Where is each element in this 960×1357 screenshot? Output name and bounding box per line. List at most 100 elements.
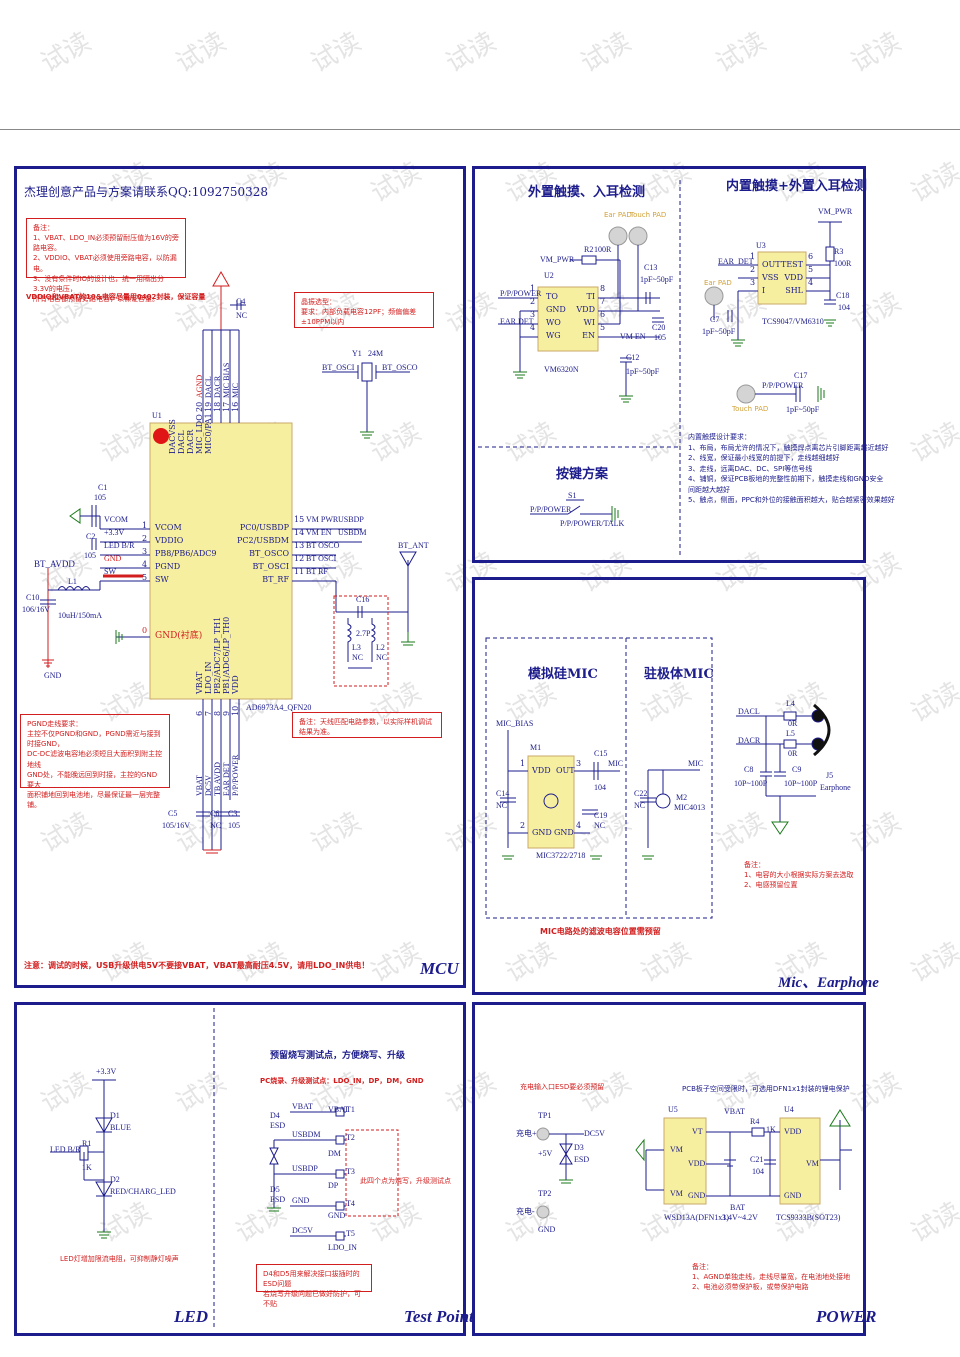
mcu-pin-num: 14 (294, 528, 305, 537)
c19-ref: C19 (594, 811, 608, 820)
r3-value: 100R (834, 259, 852, 268)
c10-ref: C10 (26, 593, 40, 602)
tp-net: DP (328, 1181, 339, 1190)
u2-pin-name: WG (546, 331, 561, 340)
c17-value: 1pF~50pF (786, 405, 820, 414)
mcu-pin-net: VBAT (195, 775, 204, 796)
panel-led-testpoint (14, 1002, 466, 1336)
mcu-pin-net: P/P/POWER (231, 754, 240, 796)
d3-ref: D3 (574, 1143, 584, 1152)
mcu-pin-name: SW (155, 575, 169, 584)
u2-pin-num: 4 (530, 323, 536, 332)
u5-pin-vm2: VM (670, 1189, 683, 1198)
key-net: P/P/POWER (530, 505, 572, 514)
u3-pin-num: 5 (808, 265, 814, 274)
l5-ref: L5 (786, 729, 795, 738)
panel-mcu (14, 166, 466, 988)
u2-pin-name: TI (586, 292, 596, 301)
touch-pad-label: Touch PAD (630, 211, 667, 219)
u2-net-pp-power: P/P/POWER (500, 289, 542, 298)
mcu-pin-name: VDDIO (155, 536, 184, 545)
mcu-pin-net: BT RF (306, 567, 328, 576)
mcu-pin-name: BT_OSCI (252, 562, 289, 571)
mcu-pin-num: 0 (142, 626, 148, 635)
u5-pin-vt: VT (692, 1127, 703, 1136)
m1-pin-num: 4 (576, 821, 582, 830)
mcu-pin-num: 10 (231, 705, 240, 716)
u5-pin-vdd: VDD (688, 1159, 706, 1168)
m1-ref: M1 (530, 743, 542, 752)
ear-note: 备注： 1、电容的大小根据实际方案去选取 2、电感预留位置 (744, 861, 854, 890)
mcu-pin-num: 15 (294, 515, 305, 524)
tp-net: VBAT (328, 1105, 349, 1114)
l1-value: 10uH/150mA (58, 611, 102, 620)
ear-pad-label: Ear PAD (604, 211, 632, 219)
mcu-pin-name: MIC0/PA1 (204, 413, 213, 454)
r4-ref: R4 (750, 1117, 760, 1126)
c3-ref: C3 (228, 809, 238, 818)
mcu-pin-net: MIC (231, 382, 240, 398)
u3-pin-name: OUT (762, 260, 781, 269)
mcu-pin-num: 2 (142, 534, 148, 543)
d4-ref: D4 (270, 1111, 280, 1120)
u2-pin-name: TO (546, 292, 558, 301)
u2-pin-num: 8 (600, 284, 606, 293)
d2-ref: D2 (110, 1175, 120, 1184)
mic-analog-title: 模拟硅MIC (528, 667, 598, 682)
c13-value: 1pF~50pF (640, 275, 674, 284)
c8-value: 10P~100P (734, 779, 768, 788)
mcu-pin-num: 12 (294, 554, 305, 563)
u3-pin-name: TEST (781, 260, 803, 269)
charge-minus: 充电- (516, 1207, 535, 1216)
bt-osci-label: BT_OSCI (322, 363, 355, 372)
r1-ref: R1 (82, 1139, 92, 1148)
m1-pin-name: GND (554, 828, 574, 837)
tp-note-bottom: D4和D5用来解决接口拔插时的ESD问题 若烧写升级问题已做好防护，可不贴 (256, 1264, 372, 1308)
c21-value: 104 (752, 1167, 764, 1176)
power-vbat: VBAT (724, 1107, 745, 1116)
mcu-note-crystal: 晶振选型： 要求：内部负载电容12PF；频偏偏差±10PPM以内 (294, 292, 434, 328)
mic-bias-label: MIC_BIAS (496, 719, 534, 728)
c5-ref: C5 (168, 809, 178, 818)
tp-net-label: VBAT (292, 1102, 313, 1111)
u3-pin-num: 6 (808, 252, 814, 261)
d1-value: BLUE (110, 1123, 131, 1132)
mcu-pin-net: MIC BIAS (222, 362, 231, 398)
c13-ref: C13 (644, 263, 658, 272)
tp-net-label: USBDM (292, 1130, 321, 1139)
mcu-pin-name: GND(衬底) (155, 631, 203, 641)
c3-value: 105 (228, 821, 240, 830)
power-dc5v: DC5V (584, 1129, 605, 1138)
m2-part: MIC4013 (674, 803, 706, 812)
u3-pin-num: 4 (808, 278, 814, 287)
c4-ref: C4 (236, 297, 246, 306)
u4-part: TCS9333B(SOT23) (776, 1213, 841, 1222)
u2-pin-num: 6 (600, 310, 606, 319)
power-section-label: POWER (816, 1307, 877, 1326)
c15-value: 104 (594, 783, 606, 792)
u4-ref: U4 (784, 1105, 794, 1114)
c10-value: 106/16V (22, 605, 50, 614)
l3-value: NC (352, 653, 364, 662)
d5-value: ESD (270, 1195, 286, 1204)
mcu-pin-net: VM EN (306, 528, 332, 537)
touch-int-title: 内置触摸+外置入耳检测 (726, 179, 867, 194)
u2-ref: U2 (544, 271, 554, 280)
u2-pin-name: VDD (576, 305, 595, 314)
panel-touch (472, 166, 866, 563)
mcu-pin-net: SW (104, 567, 116, 576)
mcu-pin-net: BT OSCO (306, 541, 340, 550)
power-gnd: GND (538, 1225, 556, 1234)
u5-ref: U5 (668, 1105, 678, 1114)
mcu-pin-net2: USBDP (338, 515, 364, 524)
c20-value: 105 (654, 333, 666, 342)
c14-value: NC (496, 801, 508, 810)
mcu-pin-num: 8 (213, 710, 222, 716)
c7-ref: C7 (710, 315, 720, 324)
u2-part: VM6320N (544, 365, 579, 374)
pin1-marker (153, 428, 169, 444)
c22-value: NC (634, 801, 646, 810)
mcu-pin-num: 9 (222, 710, 231, 716)
u3-ear-pad: Ear PAD (704, 279, 732, 287)
c14-ref: C14 (496, 789, 510, 798)
